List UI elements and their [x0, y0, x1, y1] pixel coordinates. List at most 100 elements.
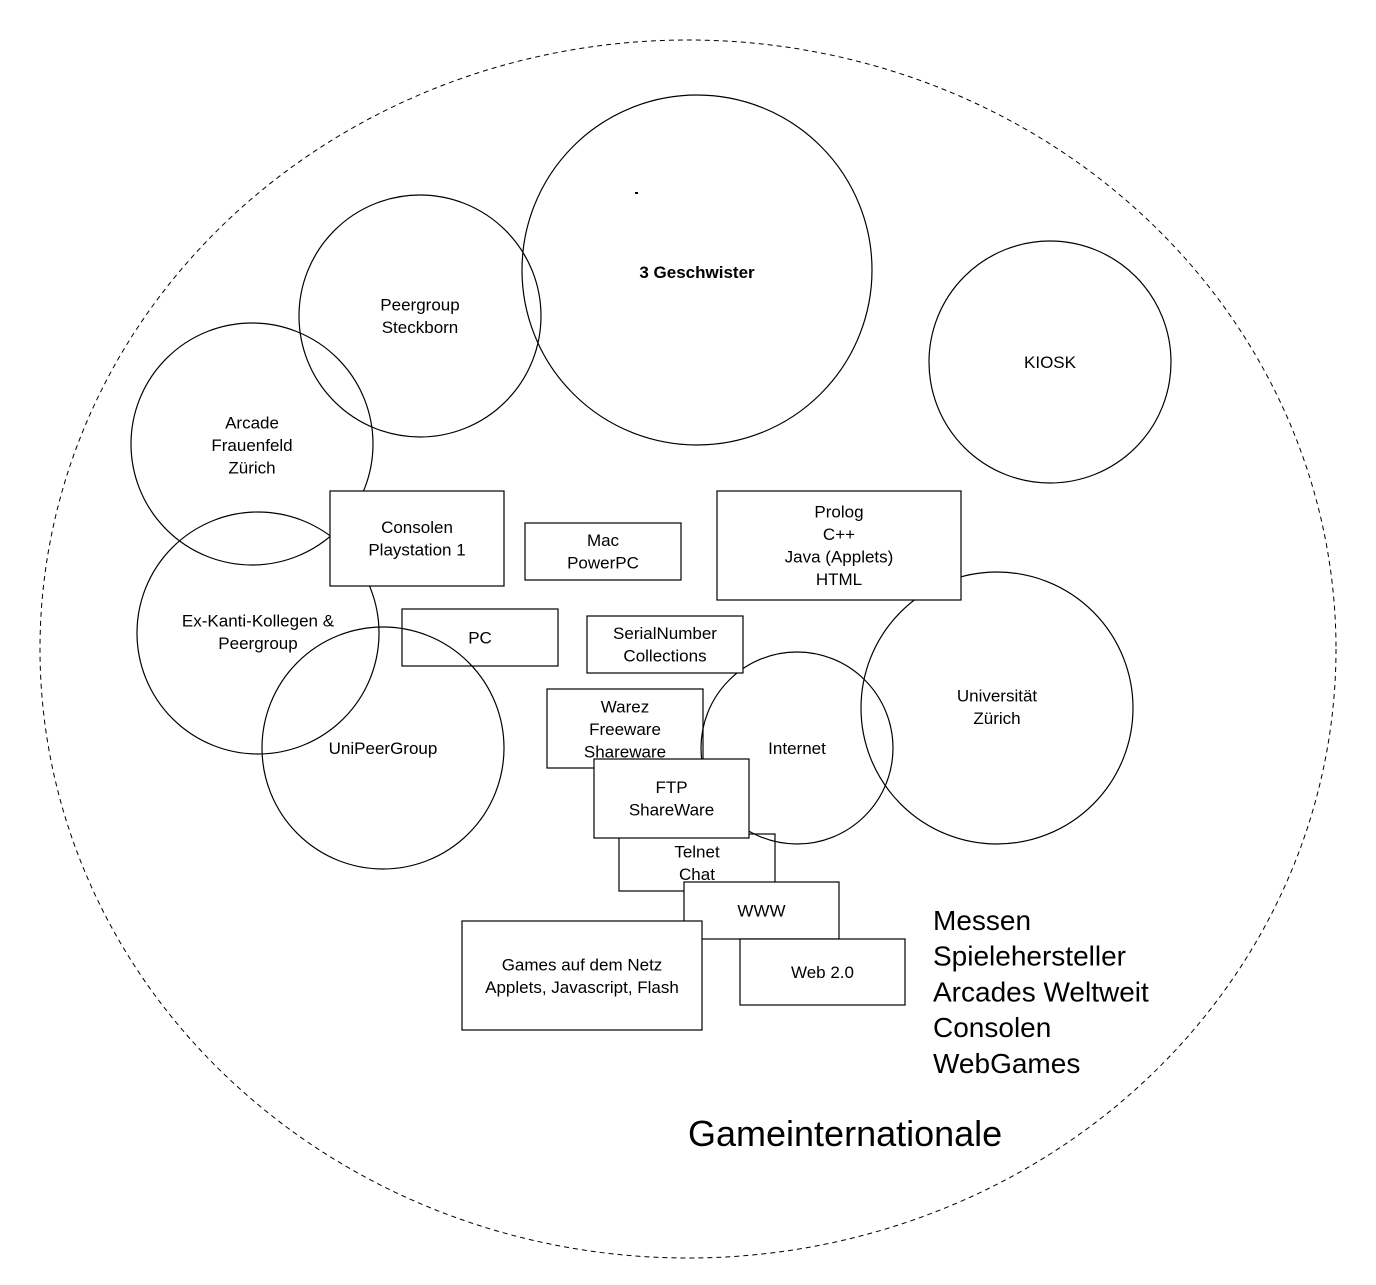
circle-node-internet[interactable]: Internet — [700, 651, 894, 845]
circle-universitaet-zuerich-label-line: Zürich — [973, 709, 1020, 728]
box-programming-languages-label-line: Prolog — [814, 503, 863, 522]
box-shape — [593, 758, 750, 839]
box-telnet-chat-label-line: Telnet — [674, 843, 720, 862]
side-list-item: Spielehersteller — [933, 941, 1126, 972]
circle-peergroup-steckborn-label-line: Peergroup — [380, 296, 459, 315]
circle-arcade-frauenfeld-zuerich-label-line: Zürich — [228, 458, 275, 477]
circle-peergroup-steckborn-label-line: Steckborn — [382, 318, 459, 337]
box-node-web-2-0[interactable]: Web 2.0 — [739, 938, 906, 1006]
circle-unipeergroup-label-line: UniPeerGroup — [329, 739, 438, 758]
circle-internet-label-line: Internet — [768, 739, 826, 758]
box-shape — [401, 608, 559, 667]
box-programming-languages-label-line: C++ — [823, 525, 855, 544]
circle-node-kiosk[interactable]: KIOSK — [928, 240, 1172, 484]
circle-shape — [298, 194, 542, 438]
box-warez-freeware-shareware-label-line: Warez — [601, 697, 650, 716]
side-list-item: WebGames — [933, 1048, 1080, 1079]
side-list-item: Consolen — [933, 1012, 1051, 1043]
box-consolen-playstation-label-line: Playstation 1 — [368, 541, 465, 560]
box-mac-powerpc-label-line: Mac — [587, 531, 620, 550]
circle-shape — [700, 651, 894, 845]
box-programming-languages-label-line: HTML — [816, 570, 862, 589]
box-shape — [461, 920, 703, 1031]
stray-dot-mark — [635, 192, 638, 194]
circle-shape — [521, 94, 873, 446]
footer-title: Gameinternationale — [688, 1113, 1002, 1154]
box-www-label: WWW — [737, 901, 785, 920]
box-pc-label: PC — [468, 628, 492, 647]
circle-shape — [261, 626, 505, 870]
circle-unipeergroup-label: UniPeerGroup — [329, 739, 438, 758]
circle-arcade-frauenfeld-zuerich-label-line: Frauenfeld — [211, 436, 292, 455]
circle-shape — [136, 511, 380, 755]
box-shape — [586, 615, 744, 674]
box-web-2-0-label-line: Web 2.0 — [791, 963, 854, 982]
circle-node-3-geschwister[interactable]: 3 Geschwister — [521, 94, 873, 446]
circle-shape — [860, 571, 1134, 845]
circle-ex-kanti-kollegen-label-line: Peergroup — [218, 634, 297, 653]
box-serialnumber-collections-label-line: SerialNumber — [613, 624, 717, 643]
box-www-label-line: WWW — [737, 901, 785, 920]
circle-shape — [928, 240, 1172, 484]
box-web-2-0-label: Web 2.0 — [791, 963, 854, 982]
side-list-item: Messen — [933, 905, 1031, 936]
box-pc-label-line: PC — [468, 628, 492, 647]
box-consolen-playstation-label-line: Consolen — [381, 518, 453, 537]
box-ftp-shareware-label-line: ShareWare — [629, 801, 714, 820]
circle-universitaet-zuerich-label-line: Universität — [957, 687, 1038, 706]
circle-3-geschwister-label-line: 3 Geschwister — [639, 263, 755, 282]
box-games-auf-dem-netz-label-line: Games auf dem Netz — [502, 956, 663, 975]
circle-kiosk-label: KIOSK — [1024, 353, 1077, 372]
gameinternationale-boundary — [39, 39, 1337, 1259]
box-node-www[interactable]: WWW — [683, 881, 840, 940]
box-shape — [683, 881, 840, 940]
box-programming-languages-label-line: Java (Applets) — [785, 548, 894, 567]
box-shape — [739, 938, 906, 1006]
box-games-auf-dem-netz-label-line: Applets, Javascript, Flash — [485, 978, 679, 997]
circle-kiosk-label-line: KIOSK — [1024, 353, 1077, 372]
box-shape — [329, 490, 505, 587]
circle-ex-kanti-kollegen-label-line: Ex-Kanti-Kollegen & — [182, 612, 335, 631]
circle-node-ex-kanti-kollegen[interactable]: Ex-Kanti-Kollegen & Peergroup — [136, 511, 380, 755]
box-node-ftp-shareware[interactable]: FTP ShareWare — [593, 758, 750, 839]
box-ftp-shareware-label-line: FTP — [655, 778, 687, 797]
circle-arcade-frauenfeld-zuerich-label-line: Arcade — [225, 413, 279, 432]
circle-ex-kanti-kollegen-label: Ex-Kanti-Kollegen & Peergroup — [182, 612, 335, 654]
circle-shape — [130, 322, 374, 566]
box-serialnumber-collections-label-line: Collections — [623, 647, 706, 666]
box-warez-freeware-shareware-label-line: Freeware — [589, 720, 661, 739]
box-node-pc[interactable]: PC — [401, 608, 559, 667]
circle-3-geschwister-label: 3 Geschwister — [639, 263, 755, 282]
box-warez-freeware-shareware-label-line: Shareware — [584, 742, 666, 761]
circle-node-unipeergroup[interactable]: UniPeerGroup — [261, 626, 505, 870]
side-list-item: Arcades Weltweit — [933, 976, 1149, 1007]
box-shape — [524, 522, 682, 581]
box-mac-powerpc-label-line: PowerPC — [567, 554, 639, 573]
circle-internet-label: Internet — [768, 739, 826, 758]
box-telnet-chat-label-line: Chat — [679, 865, 715, 884]
box-ftp-shareware-label: FTP ShareWare — [629, 778, 714, 820]
